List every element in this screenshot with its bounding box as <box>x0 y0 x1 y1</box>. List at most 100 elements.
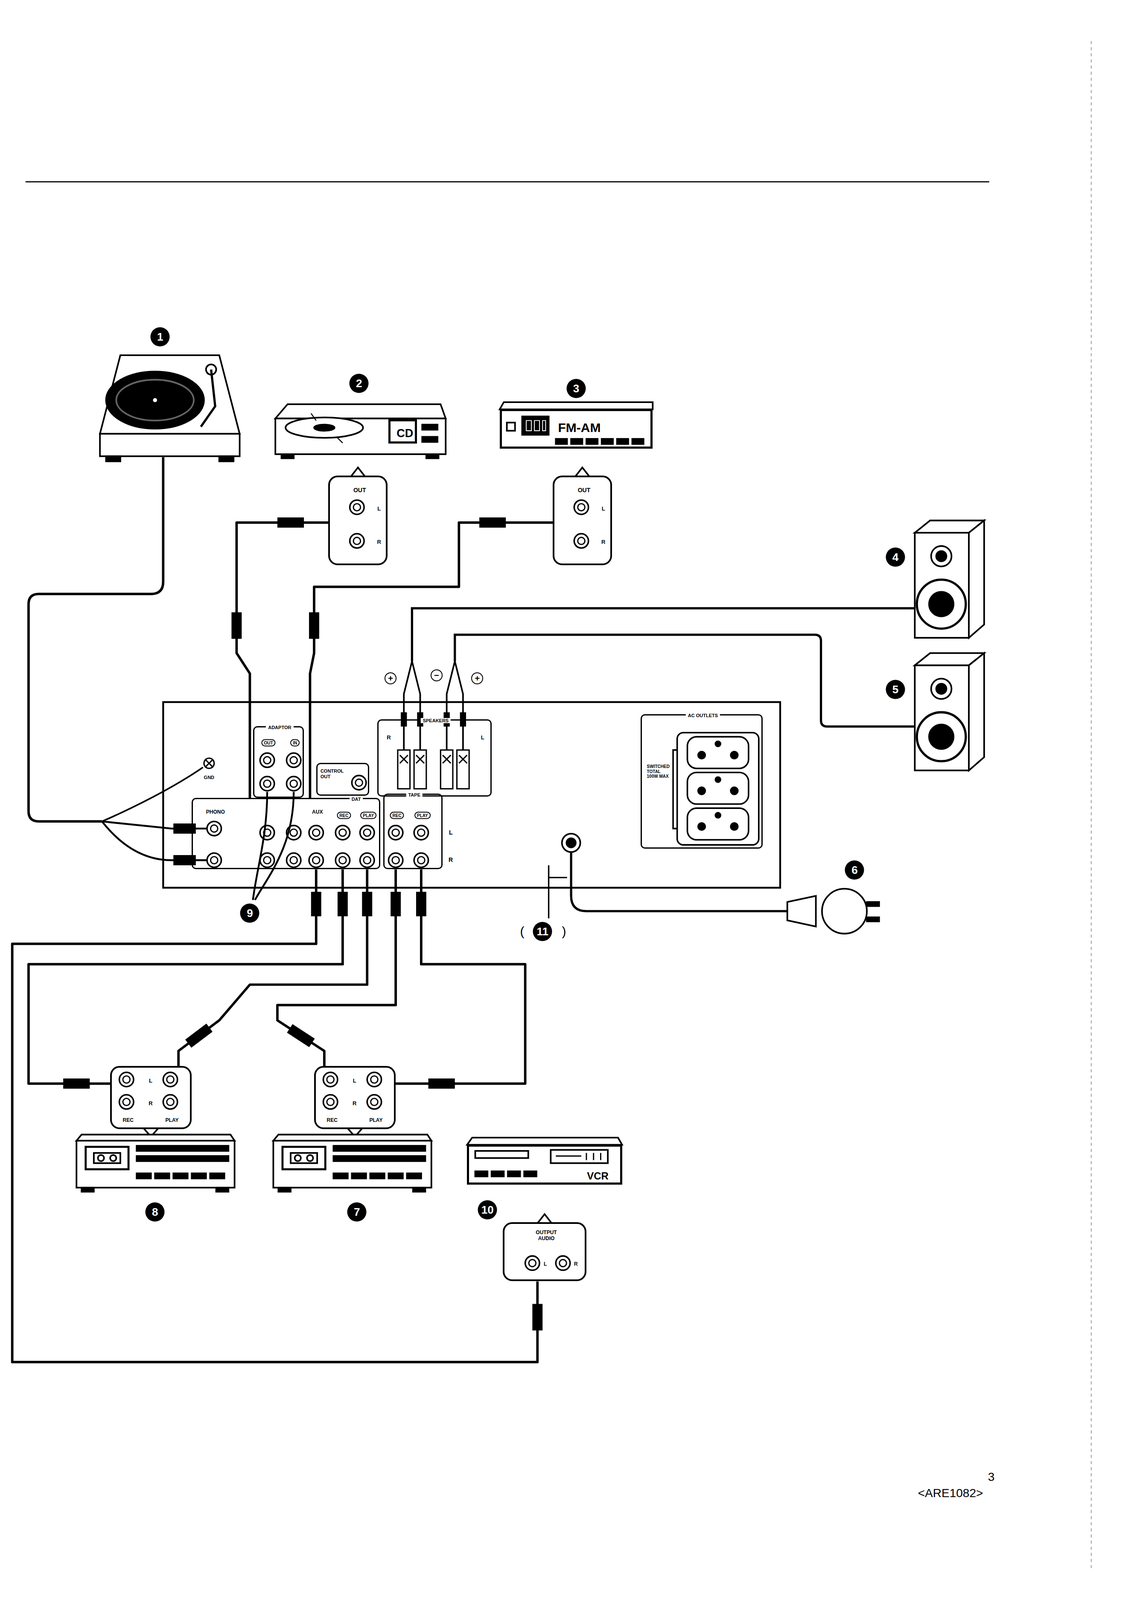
audio-cable <box>28 868 343 1084</box>
speaker-illustration <box>914 520 984 770</box>
rca-jack <box>574 499 589 514</box>
jack-label: OUT <box>577 486 591 494</box>
turntable-illustration <box>99 355 240 434</box>
cassette-deck-illustration <box>76 1134 235 1192</box>
rca-jack <box>286 852 301 867</box>
rca-plug <box>185 1023 213 1048</box>
tuner-front: FM-AM <box>499 408 653 449</box>
callout-number: 2 <box>349 373 369 394</box>
cassette-deck-illustration <box>191 1173 206 1179</box>
jack-label: R <box>601 539 606 546</box>
jack-label: OUTPUT AUDIO <box>528 1230 564 1242</box>
rca-plug <box>231 612 242 639</box>
audio-cable <box>395 868 525 1084</box>
tuner-illustration <box>526 420 546 431</box>
speaker-cable <box>446 661 455 750</box>
speaker-cable <box>454 661 464 750</box>
adaptor-jumper <box>254 791 294 900</box>
speaker-terminal <box>442 754 451 764</box>
cassette-deck-illustration <box>388 1173 403 1179</box>
jack-label: REC <box>326 1117 338 1124</box>
page-rule <box>25 181 990 183</box>
cassette-deck-illustration <box>294 1154 301 1161</box>
speaker-illustration <box>914 532 969 638</box>
audio-cable <box>178 868 368 1066</box>
turntable-cable <box>28 457 164 822</box>
rca-jack <box>286 776 301 791</box>
rca-jack <box>323 1072 338 1087</box>
turntable-cable <box>102 821 207 860</box>
speaker-cable <box>411 661 420 750</box>
ac-outlet <box>687 807 749 840</box>
cassette-deck-illustration <box>173 1173 188 1179</box>
rca-jack <box>388 825 403 840</box>
output-panel: OUTPUT AUDIOLR <box>502 1221 587 1282</box>
speaker-illustration <box>929 591 954 617</box>
outlet-label: AC OUTLETS <box>685 712 720 718</box>
speaker-terminals: SPEAKERSRL <box>377 719 492 797</box>
amplifier-rear-panel <box>163 702 781 888</box>
cassette-deck-illustration <box>136 1173 151 1179</box>
rca-jack <box>259 752 275 767</box>
rca-jack <box>259 825 275 840</box>
ac-outlet <box>698 751 706 759</box>
tuner-illustration <box>521 416 549 435</box>
rca-plug <box>63 517 543 1330</box>
jack-label: PLAY <box>369 1117 383 1124</box>
page-number: 3 <box>988 1469 995 1484</box>
cassette-deck-illustration <box>216 1187 229 1192</box>
audio-cable <box>277 868 396 1066</box>
terminal-label: GND <box>204 774 215 780</box>
document-code: <ARE1082> <box>918 1486 984 1500</box>
vcr-illustration <box>475 1171 488 1177</box>
cassette-deck-illustration <box>85 1146 129 1169</box>
speaker-illustration <box>968 652 985 771</box>
rca-jack <box>574 533 589 548</box>
jack-label: REC <box>336 811 351 819</box>
cassette-deck-illustration <box>333 1145 426 1151</box>
tuner-illustration <box>586 438 598 444</box>
margin-line <box>1090 40 1092 1571</box>
ac-outlet <box>698 822 706 831</box>
turntable-cable <box>28 457 207 866</box>
tuner-illustration <box>571 438 583 444</box>
cd-player-illustration <box>314 424 335 431</box>
rca-jack <box>360 825 375 840</box>
rca-plug <box>532 1303 543 1330</box>
audio-cable <box>12 868 538 1362</box>
terminal-label: SPEAKERS <box>420 717 452 723</box>
speaker-terminal <box>399 754 409 764</box>
callout-number: 1 <box>150 326 170 347</box>
adaptor-jacks: ADAPTOROUTIN <box>253 725 304 798</box>
ac-outlet <box>730 787 738 795</box>
speaker-terminal <box>416 754 425 764</box>
rca-plug <box>428 1078 455 1089</box>
rca-plug <box>337 891 348 916</box>
rca-jack <box>206 852 222 867</box>
rca-plug <box>390 891 401 916</box>
turntable-illustration <box>116 379 194 421</box>
cassette-deck-illustration <box>136 1155 229 1161</box>
cd-player-illustration <box>311 413 343 443</box>
polarity-mark: − <box>430 669 443 682</box>
ac-outlet <box>715 812 721 818</box>
speaker-cable <box>454 634 916 727</box>
control-out-box: CONTROL OUT <box>316 762 370 796</box>
rca-jack <box>525 1255 540 1270</box>
outlet-label: SWITCHED TOTAL 100W MAX <box>647 763 670 779</box>
turntable-illustration <box>152 398 158 403</box>
rca-jack <box>163 1094 178 1109</box>
cassette-deck-illustration <box>93 1152 121 1164</box>
speaker-terminal <box>457 749 470 789</box>
cassette-deck-illustration <box>76 1134 235 1141</box>
rca-plug <box>311 891 322 916</box>
ac-outlet <box>673 732 759 845</box>
speaker-illustration <box>916 711 966 761</box>
output-panel: OUTLR <box>552 475 613 566</box>
callout-number: 7 <box>347 1201 367 1222</box>
speaker-terminal <box>458 754 467 764</box>
ac-outlet <box>698 787 706 795</box>
jack-label: ADAPTOR <box>265 724 294 730</box>
rca-jack <box>308 852 324 867</box>
vcr-illustration <box>491 1171 505 1177</box>
